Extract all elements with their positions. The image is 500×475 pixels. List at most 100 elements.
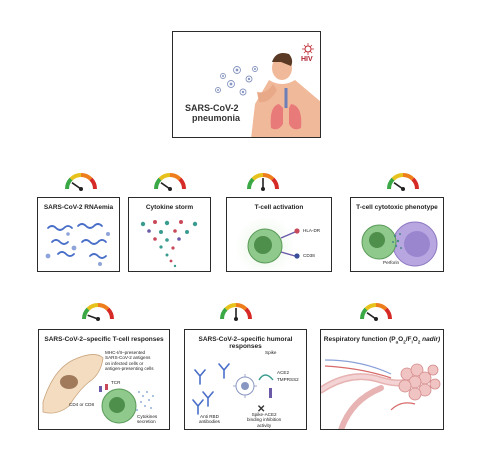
mhc-label-line1: MHC-I/II–presented: [105, 350, 146, 355]
title-part: /F: [405, 336, 412, 343]
gauge-segment: [220, 307, 228, 320]
gauge-segment: [251, 173, 264, 181]
panel-cytotoxic: T-cell cytotoxic phenotype Perforin: [350, 197, 444, 272]
title-sub: 2: [417, 339, 421, 345]
gauge-segment: [364, 303, 377, 311]
panel-title: Cytokine storm: [145, 204, 194, 211]
panel-title: SARS-CoV-2 RNAemia: [43, 204, 114, 211]
gauge-specific-t: [80, 300, 116, 322]
title-part: O: [412, 336, 418, 343]
gauge-segment: [411, 177, 419, 190]
panel-title: SARS-CoV-2–specific T-cell responses: [44, 336, 164, 343]
gauge-humoral: [218, 300, 254, 322]
gauge-hub: [168, 187, 172, 191]
cd4-cd8-label: CD4 or CD8: [69, 402, 95, 407]
gauge-segment: [271, 177, 279, 190]
title-sub: 2: [403, 339, 406, 345]
pneumonia-label: SARS-CoV-2 pneumonia: [185, 103, 241, 124]
gauge-segment: [106, 307, 114, 320]
anti-rbd-label-line2: antibodies: [199, 419, 220, 425]
hiv-label: HIV: [301, 56, 313, 63]
title-sub: a: [395, 339, 399, 345]
specific-t-illustration: [42, 354, 154, 424]
gauge-segment: [86, 303, 99, 311]
person-figure: [251, 53, 320, 137]
gauge-hub: [79, 187, 83, 191]
mhc-label-line4: antigen-presenting cells: [105, 365, 154, 371]
gauge-dial: [154, 173, 186, 191]
cytokines-label-line2: secretion: [137, 419, 156, 425]
gauge-dial: [220, 303, 252, 321]
inhibition-label-line2: binding inhibition: [247, 417, 282, 423]
gauge-segment: [69, 173, 82, 181]
gauge-cytokine: [152, 170, 188, 192]
gauge-segment: [244, 307, 252, 320]
title-sub: i: [411, 339, 413, 345]
gauge-segment: [154, 177, 162, 190]
panel-specific-t: SARS-CoV-2–specific T-cell responses MHC…: [38, 329, 170, 430]
anti-rbd-label-line1: Anti RBD: [200, 414, 219, 419]
gauge-segment: [158, 173, 171, 181]
panel-respiratory: Respiratory function (PaO2/FiO2 nadir): [320, 329, 444, 430]
pneumonia-label-line2: pneumonia: [192, 112, 241, 123]
gauge-segment: [97, 303, 110, 311]
hla-dr-label: HLA-DR: [303, 228, 321, 233]
gauge-segment: [65, 177, 73, 190]
gauge-dial: [247, 173, 279, 191]
alveoli-illustration: [321, 359, 441, 429]
gauge-dial: [387, 173, 419, 191]
mhc-label-line3: on infected cells or: [105, 360, 144, 366]
gauge-hub: [401, 187, 405, 191]
panel-title: T-cell activation: [254, 204, 304, 211]
gauge-segment: [80, 173, 93, 181]
panel-humoral: SARS-CoV-2–specific humoral responses ✕ …: [184, 329, 307, 430]
cytokine-storm-illustration: [140, 220, 198, 268]
perforin-label: Perforin: [383, 260, 400, 265]
inhibition-label-line1: Spike-ACE2: [251, 412, 277, 417]
tmprss2-label: TMPRSS2: [277, 377, 299, 382]
tcr-label: TCR: [111, 380, 121, 385]
gauge-segment: [391, 173, 404, 181]
gauge-segment: [402, 173, 415, 181]
gauge-tcell-activation: [245, 170, 281, 192]
mhc-label-line2: SARS-CoV-2 antigens: [105, 355, 151, 361]
gauge-segment: [375, 303, 388, 311]
title-part: nadir): [420, 336, 441, 343]
cytokines-label-line1: Cytokines: [137, 414, 158, 419]
gauge-segment: [262, 173, 275, 181]
gauge-dial: [65, 173, 97, 191]
gauge-segment: [89, 177, 97, 190]
gauge-hub: [234, 317, 238, 321]
hiv-virion: [302, 43, 314, 55]
patient-illustration: [215, 43, 320, 137]
title-part: O: [398, 336, 404, 343]
panel-title: SARS-CoV-2–specific humoral responses: [198, 336, 293, 350]
gauge-segment: [384, 307, 392, 320]
inhibition-label-line3: activity: [257, 422, 272, 428]
virus-particles: [215, 66, 258, 96]
tcell-activation-illustration: [235, 216, 300, 271]
inhibition-label: Spike-ACE2 binding inhibition activity: [247, 412, 281, 428]
gauge-segment: [178, 177, 186, 190]
gauge-segment: [235, 303, 248, 311]
gauge-hub: [96, 317, 100, 321]
gauge-segment: [224, 303, 237, 311]
title-part: Respiratory function (P: [323, 336, 396, 343]
anti-rbd-label: Anti RBD antibodies: [199, 414, 220, 425]
panel-cytokine: Cytokine storm: [128, 197, 211, 272]
gauge-rnaemia: [63, 170, 99, 192]
gauge-segment: [82, 307, 90, 320]
gauge-segment: [247, 177, 255, 190]
cd38-label: CD38: [303, 253, 315, 258]
mhc-label: MHC-I/II–presented SARS-CoV-2 antigens o…: [105, 350, 154, 371]
gauge-dial: [360, 303, 392, 321]
svg-text:✕: ✕: [257, 404, 265, 415]
gauge-dial: [82, 303, 114, 321]
gauge-segment: [387, 177, 395, 190]
top-panel: HIV SARS-CoV-2 pneumonia: [172, 31, 321, 138]
gauge-hub: [261, 187, 265, 191]
ace2-label: ACE2: [277, 370, 290, 375]
panel-title: Respiratory function (PaO2/FiO2 nadir): [321, 336, 443, 344]
gauge-hub: [374, 317, 378, 321]
panel-tcell-activation: T-cell activation HLA-DR CD38: [226, 197, 332, 272]
